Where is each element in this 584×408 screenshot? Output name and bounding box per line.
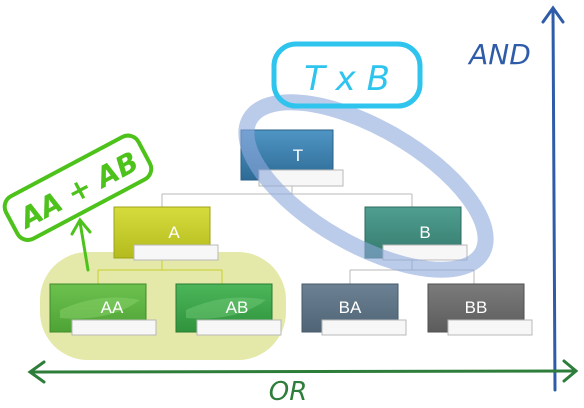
node-aa-caption-box: [71, 319, 157, 336]
node-b: B: [364, 206, 468, 261]
and-axis-line: [551, 8, 557, 392]
and-axis-label: AND: [467, 38, 531, 71]
connector-a-children: [97, 258, 223, 284]
node-ab-sheen: [186, 297, 266, 319]
and-axis: AND: [467, 5, 565, 392]
connectors-a: [97, 258, 223, 284]
or-axis-arrowhead-left: [27, 360, 46, 384]
node-ba: BA: [301, 283, 407, 336]
node-t-label: T: [293, 146, 303, 165]
node-aa-label: AA: [101, 298, 124, 317]
or-axis-arrowhead-right: [562, 359, 579, 383]
aa-plus-ab-ink-box: [2, 133, 154, 242]
or-axis: OR: [27, 359, 579, 407]
and-axis-arrowhead: [541, 5, 565, 24]
or-axis-label: OR: [269, 377, 308, 407]
node-bb-caption-box: [447, 319, 533, 336]
node-ab-caption-box: [196, 319, 282, 336]
node-bb-label: BB: [465, 298, 488, 317]
node-ab-label: AB: [226, 298, 249, 317]
node-aa: AA: [49, 283, 157, 336]
t-x-b-annotation: T x B: [271, 41, 423, 109]
node-a-caption-box: [133, 244, 219, 261]
node-ab: AB: [175, 283, 282, 336]
node-a: A: [113, 206, 219, 261]
node-ba-label: BA: [339, 298, 362, 317]
node-b-label: B: [419, 223, 430, 242]
node-ba-caption-box: [321, 319, 407, 336]
t-b-highlight: [238, 94, 494, 278]
aa-plus-ab-arrow: [70, 217, 92, 272]
t-x-b-ink-box: [271, 41, 423, 109]
node-bb: BB: [427, 283, 533, 336]
node-a-label: A: [168, 223, 180, 242]
node-aa-sheen: [60, 297, 140, 319]
t-x-b-text: T x B: [304, 59, 390, 99]
or-axis-line: [30, 369, 576, 374]
